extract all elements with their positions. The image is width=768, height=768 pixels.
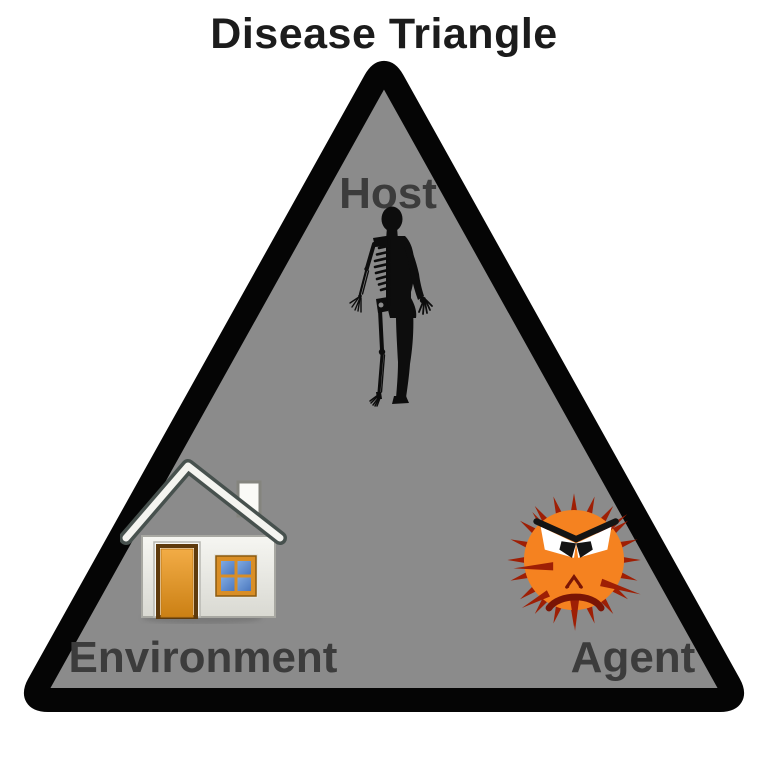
- germ-icon: [507, 493, 641, 631]
- human-silhouette-icon: [349, 206, 433, 407]
- germ-nose: [565, 573, 583, 589]
- house-icon: [120, 459, 287, 624]
- agent-label: Agent: [570, 633, 696, 682]
- house-door: [153, 541, 201, 619]
- hip-socket: [378, 302, 384, 308]
- germ-eyes: [533, 518, 619, 558]
- house-roof: [120, 459, 287, 545]
- germ-mouth: [545, 593, 605, 612]
- page-title: Disease Triangle: [210, 10, 558, 58]
- environment-label: Environment: [68, 633, 338, 682]
- house-window: [214, 554, 258, 598]
